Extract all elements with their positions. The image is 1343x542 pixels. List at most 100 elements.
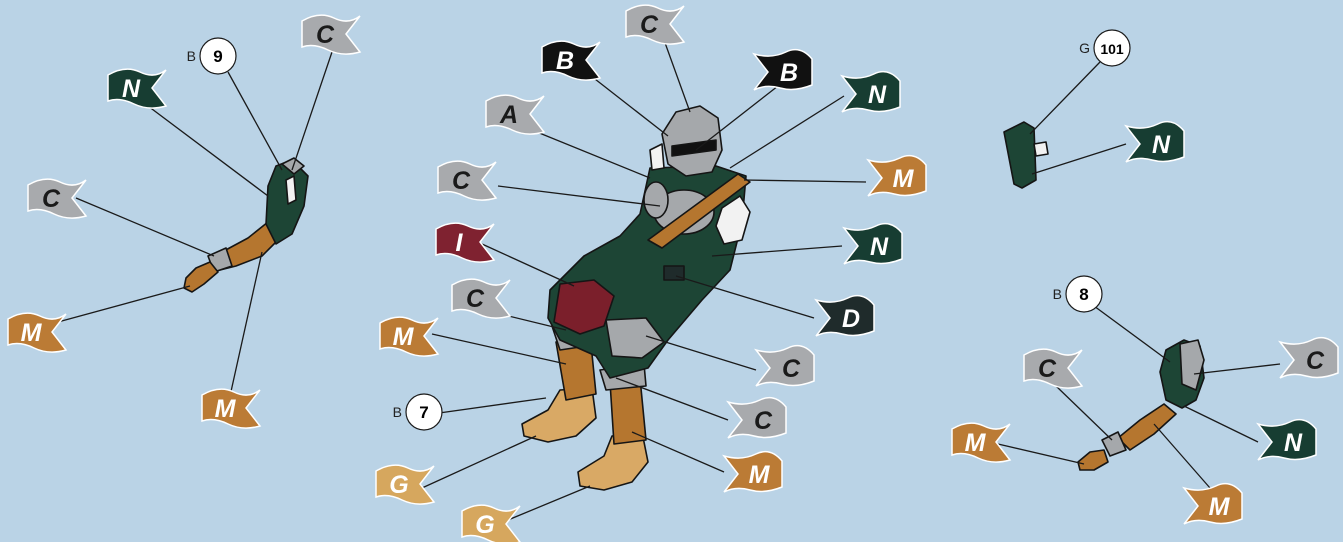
flag-shape bbox=[1277, 336, 1339, 379]
flag-m-body-m-right-shin: M bbox=[721, 450, 783, 493]
callout-number: 7 bbox=[419, 403, 428, 422]
flag-letter: A bbox=[499, 101, 518, 129]
flag-c-arm-left-c-mid: C bbox=[27, 178, 88, 219]
flag-shape bbox=[751, 48, 813, 91]
leader-lines bbox=[57, 39, 1281, 521]
flag-letter: C bbox=[316, 21, 335, 49]
flag-shape bbox=[379, 316, 440, 357]
blaster-part bbox=[1003, 121, 1049, 189]
flag-letter: N bbox=[1284, 429, 1303, 457]
flag-m-arm-left-m-hand: M bbox=[7, 312, 68, 353]
callout-prefix: B bbox=[187, 48, 196, 64]
flag-c-body-c-chest: C bbox=[437, 160, 498, 201]
flag-shape bbox=[375, 464, 436, 505]
flag-letter: N bbox=[122, 75, 141, 103]
callout-number: 9 bbox=[213, 47, 222, 66]
flag-c-arm-left-c-top: C bbox=[301, 14, 362, 55]
flag-letter: G bbox=[389, 471, 408, 499]
flag-letter: M bbox=[749, 461, 771, 489]
flag-letter: M bbox=[1209, 493, 1231, 521]
flag-letter: M bbox=[21, 319, 43, 347]
flag-letter: B bbox=[780, 59, 798, 87]
flag-shape bbox=[1023, 348, 1084, 389]
flag-shape bbox=[865, 154, 927, 197]
flag-letter: C bbox=[754, 407, 773, 435]
flag-m-arm-right-m-bottom: M bbox=[1181, 482, 1243, 525]
flag-shape bbox=[107, 68, 168, 109]
flag-letter: N bbox=[868, 81, 887, 109]
flag-letter: I bbox=[456, 229, 464, 257]
flag-n-blaster-n: N bbox=[1123, 120, 1185, 163]
flag-letter: D bbox=[842, 305, 860, 333]
flag-shape bbox=[437, 160, 498, 201]
flag-a-body-a: A bbox=[485, 94, 546, 135]
callout-number: 8 bbox=[1079, 285, 1088, 304]
flag-shape bbox=[1123, 120, 1185, 163]
flag-shape bbox=[541, 40, 602, 81]
flag-letter: C bbox=[452, 167, 471, 195]
callout-prefix: B bbox=[393, 404, 402, 420]
flag-letter: M bbox=[965, 429, 987, 457]
flag-letter: C bbox=[1306, 347, 1325, 375]
flag-letter: C bbox=[640, 11, 659, 39]
callout-circle bbox=[1093, 29, 1131, 67]
flag-m-body-m-shin: M bbox=[379, 316, 440, 357]
flag-shape bbox=[1181, 482, 1243, 525]
flag-shape bbox=[839, 70, 901, 113]
flag-g-body-g-left: G bbox=[375, 464, 436, 505]
flag-shape bbox=[625, 4, 686, 45]
callout-prefix: B bbox=[1053, 286, 1062, 302]
flag-g-body-g-bottom: G bbox=[461, 504, 521, 542]
flag-m-arm-left-m-bottom: M bbox=[201, 388, 262, 429]
flag-shape bbox=[451, 278, 512, 319]
callout-arm-left-part: 9B bbox=[187, 37, 237, 75]
flag-c-body-c-helmet: C bbox=[625, 4, 686, 45]
flag-shape bbox=[7, 312, 68, 353]
flag-letter: N bbox=[1152, 131, 1171, 159]
callout-circle bbox=[199, 37, 237, 75]
flag-d-body-d: D bbox=[813, 294, 875, 337]
callout-circle bbox=[1065, 275, 1103, 313]
flag-shape bbox=[1255, 418, 1317, 461]
flag-letter: C bbox=[42, 185, 61, 213]
flag-n-body-n-mid: N bbox=[841, 222, 903, 265]
flag-i-body-i: I bbox=[435, 222, 496, 263]
flag-letter: C bbox=[782, 355, 801, 383]
callout-number: 101 bbox=[1100, 41, 1124, 57]
flag-b-body-b-left: B bbox=[541, 40, 602, 81]
flag-shape bbox=[435, 222, 496, 263]
flag-m-arm-right-m-hand: M bbox=[951, 422, 1012, 463]
flag-shape bbox=[485, 94, 546, 135]
flag-letter: C bbox=[466, 285, 485, 313]
callout-circle bbox=[405, 393, 443, 431]
right-arm-part bbox=[1077, 339, 1205, 471]
flag-n-body-n-top: N bbox=[839, 70, 901, 113]
flag-letter: M bbox=[393, 323, 415, 351]
flag-m-body-m-strap: M bbox=[865, 154, 927, 197]
flag-c-arm-right-c-left: C bbox=[1023, 348, 1084, 389]
flag-shape bbox=[841, 222, 903, 265]
flag-c-arm-right-c-right: C bbox=[1277, 336, 1339, 379]
flag-n-arm-left-n: N bbox=[107, 68, 168, 109]
flag-shape bbox=[301, 14, 362, 55]
flag-b-body-b-right: B bbox=[751, 48, 813, 91]
flag-letter: G bbox=[475, 511, 494, 539]
flag-shape bbox=[813, 294, 875, 337]
flag-n-arm-right-n: N bbox=[1255, 418, 1317, 461]
flag-shape bbox=[201, 388, 262, 429]
main-body-part bbox=[521, 105, 751, 491]
callout-prefix: G bbox=[1079, 40, 1090, 56]
flag-shape bbox=[461, 504, 521, 542]
flag-letter: M bbox=[893, 165, 915, 193]
left-arm-part bbox=[183, 157, 309, 293]
flag-shape bbox=[951, 422, 1012, 463]
flag-shape bbox=[27, 178, 88, 219]
callout-arm-right-part: 8B bbox=[1053, 275, 1103, 313]
flag-letter: C bbox=[1038, 355, 1057, 383]
flag-shape bbox=[725, 396, 787, 439]
flag-shape bbox=[721, 450, 783, 493]
flag-letter: M bbox=[215, 395, 237, 423]
flag-letter: B bbox=[556, 47, 574, 75]
